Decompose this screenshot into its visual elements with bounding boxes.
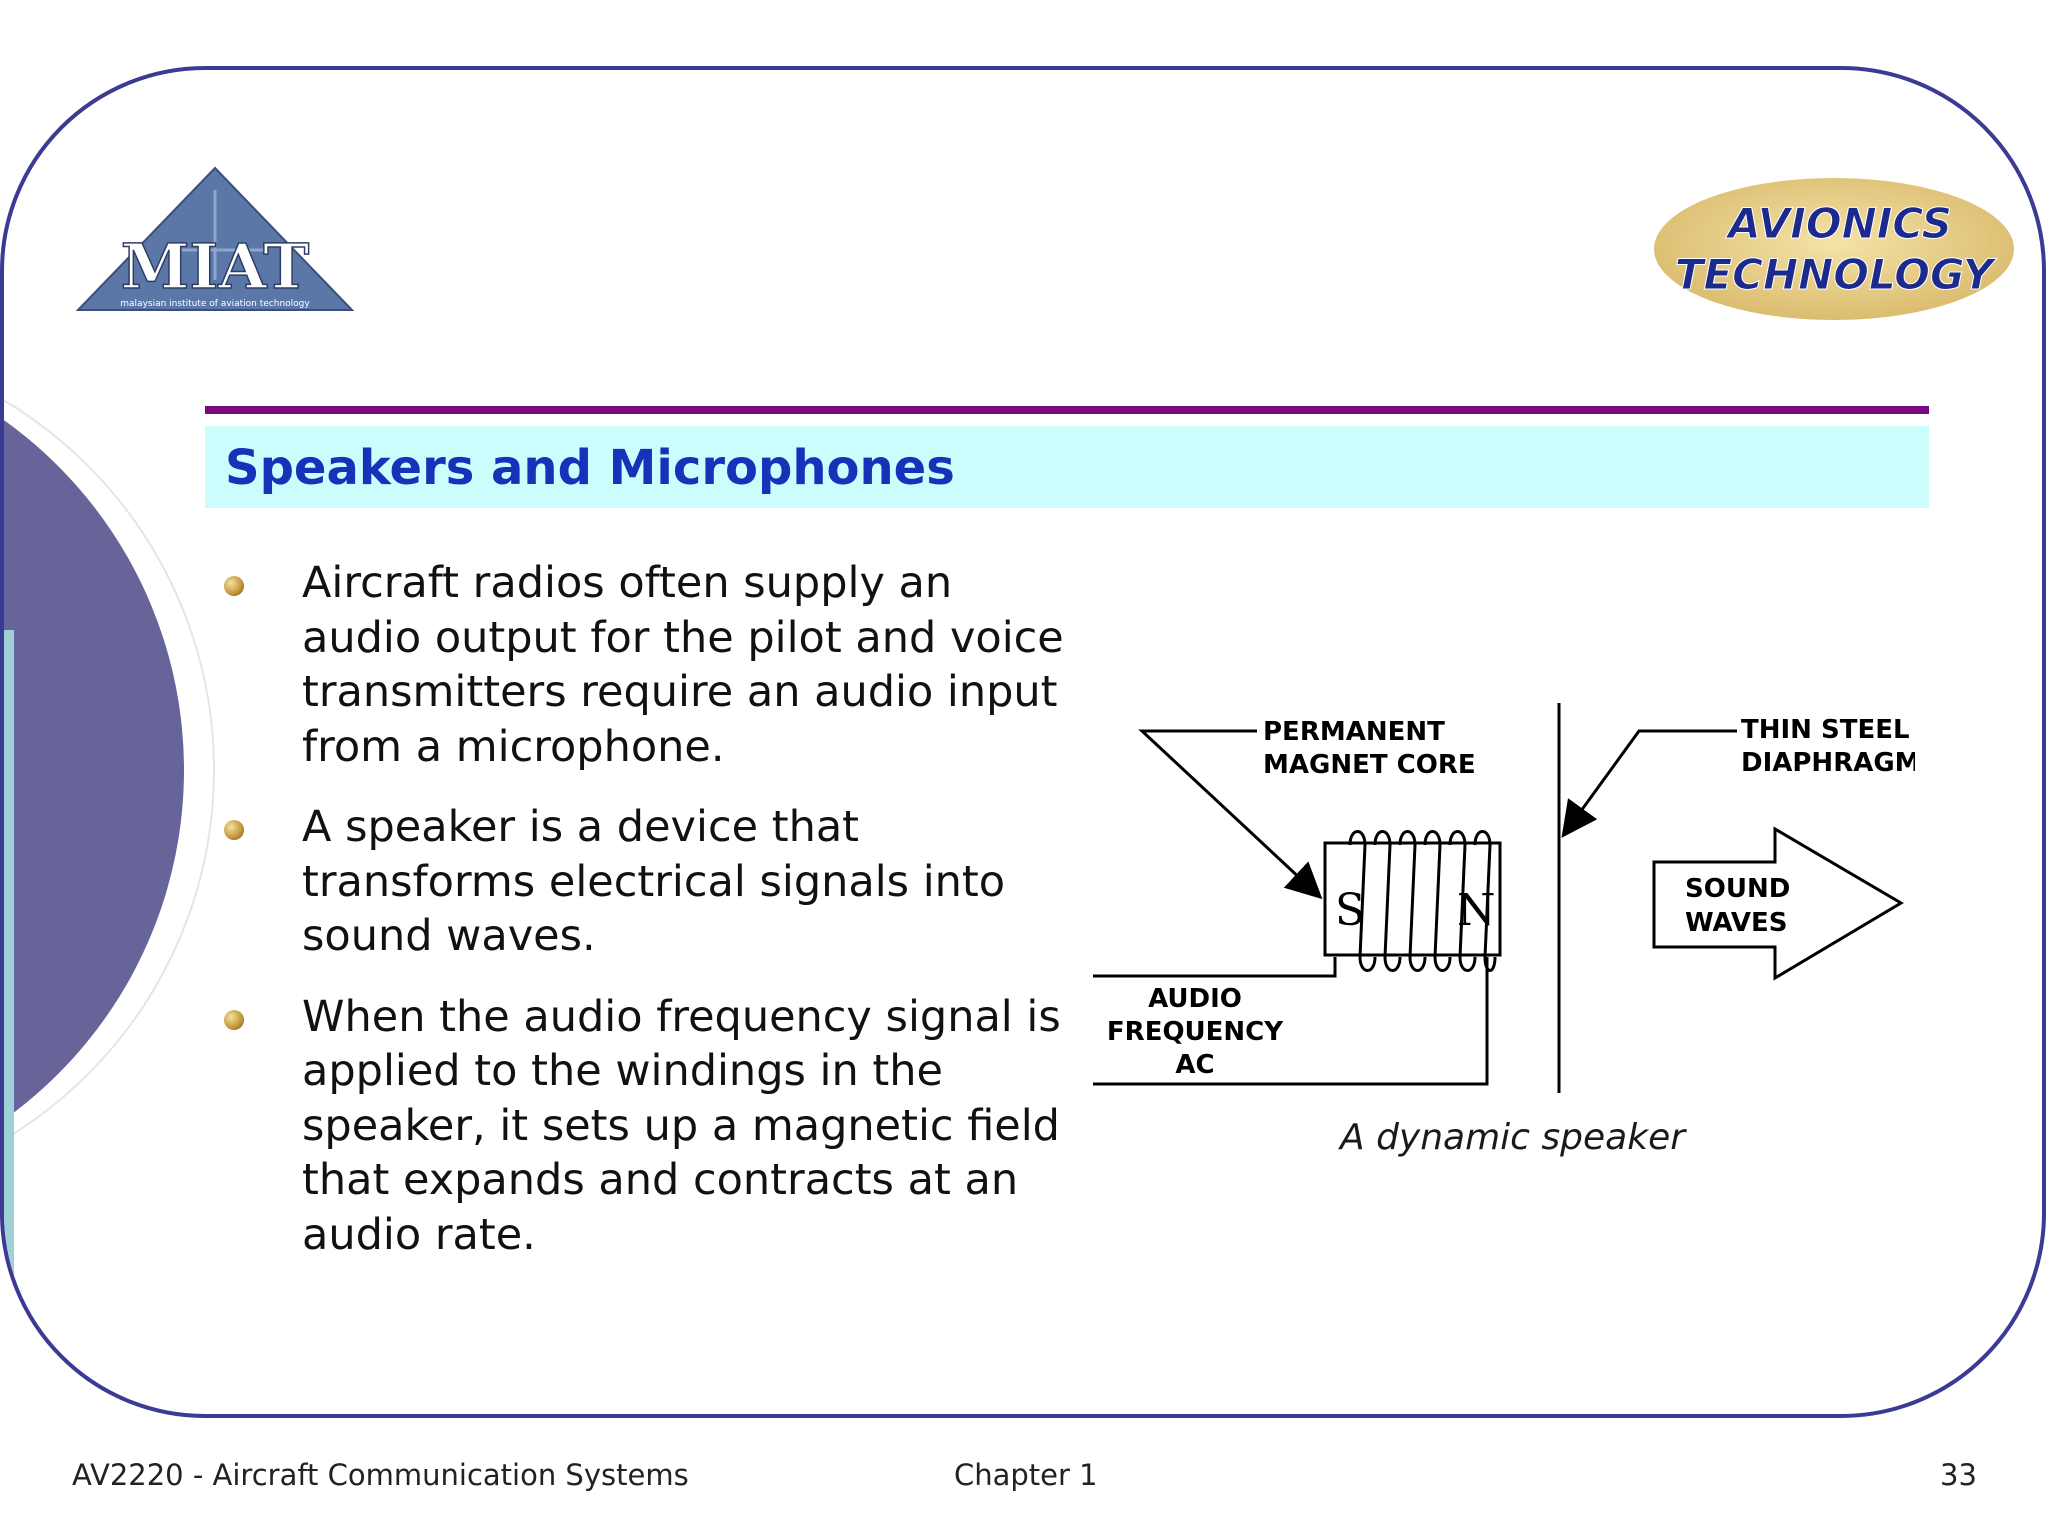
- bullet-item: A speaker is a device that transforms el…: [220, 800, 1070, 964]
- core-leader-line: [1138, 729, 1323, 900]
- logo-tagline: malaysian institute of aviation technolo…: [120, 299, 310, 309]
- core-label-line-2: MAGNET CORE: [1263, 750, 1476, 780]
- sound-label-line-1: SOUND: [1685, 874, 1790, 904]
- badge-line-2: TECHNOLOGY: [1675, 250, 1997, 299]
- bullet-item: When the audio frequency signal is appli…: [220, 990, 1070, 1263]
- footer-chapter: Chapter 1: [954, 1458, 1098, 1492]
- side-decoration: [4, 399, 215, 1280]
- avionics-badge: AVIONICS TECHNOLOGY: [1654, 178, 2014, 320]
- dynamic-speaker-diagram: S N PERMANENT MAGNET CORE THIN STEEL DIA…: [1093, 703, 1915, 1093]
- bullet-item: Aircraft radios often supply an audio ou…: [220, 556, 1070, 774]
- audio-label-line-3: AC: [1175, 1050, 1214, 1080]
- slide-title: Speakers and Microphones: [225, 440, 955, 496]
- pole-n-label: N: [1457, 885, 1496, 936]
- diaphragm-label-line-1: THIN STEEL: [1741, 715, 1910, 745]
- coil-windings: [1348, 830, 1497, 972]
- badge-line-1: AVIONICS: [1725, 199, 1952, 248]
- side-circle: [4, 420, 184, 1120]
- diaphragm-label-line-2: DIAPHRAGM: [1741, 748, 1915, 778]
- bullet-text: When the audio frequency signal is appli…: [302, 991, 1061, 1260]
- bullet-list: Aircraft radios often supply an audio ou…: [220, 556, 1070, 1288]
- wire-top: [1093, 957, 1337, 978]
- footer-page-number: 33: [1940, 1458, 1977, 1492]
- bullet-icon: [224, 820, 244, 840]
- sound-label-line-2: WAVES: [1685, 908, 1787, 938]
- diaphragm-leader-line: [1561, 729, 1737, 838]
- pole-s-label: S: [1335, 885, 1365, 936]
- logo-wordmark: MIAT: [121, 230, 309, 303]
- bullet-icon: [224, 1009, 244, 1030]
- diagram-caption: A dynamic speaker: [1340, 1117, 1686, 1158]
- bullet-icon: [224, 576, 244, 596]
- core-label-line-1: PERMANENT: [1263, 717, 1445, 747]
- wire-bottom: [1093, 957, 1489, 1086]
- bullet-text: A speaker is a device that transforms el…: [302, 802, 1006, 961]
- title-bar: Speakers and Microphones: [205, 426, 1929, 508]
- side-strip: [4, 630, 14, 1280]
- side-circle-outline: [4, 399, 215, 1141]
- sound-waves-arrow: [1652, 826, 1904, 981]
- title-rule: [205, 406, 1929, 414]
- footer-course: AV2220 - Aircraft Communication Systems: [72, 1458, 689, 1492]
- audio-label-line-2: FREQUENCY: [1107, 1017, 1284, 1047]
- magnet-core: [1323, 841, 1502, 957]
- bullet-text: Aircraft radios often supply an audio ou…: [302, 558, 1064, 772]
- audio-label-line-1: AUDIO: [1148, 984, 1242, 1014]
- miat-logo: MIAT malaysian institute of aviation tec…: [75, 166, 355, 311]
